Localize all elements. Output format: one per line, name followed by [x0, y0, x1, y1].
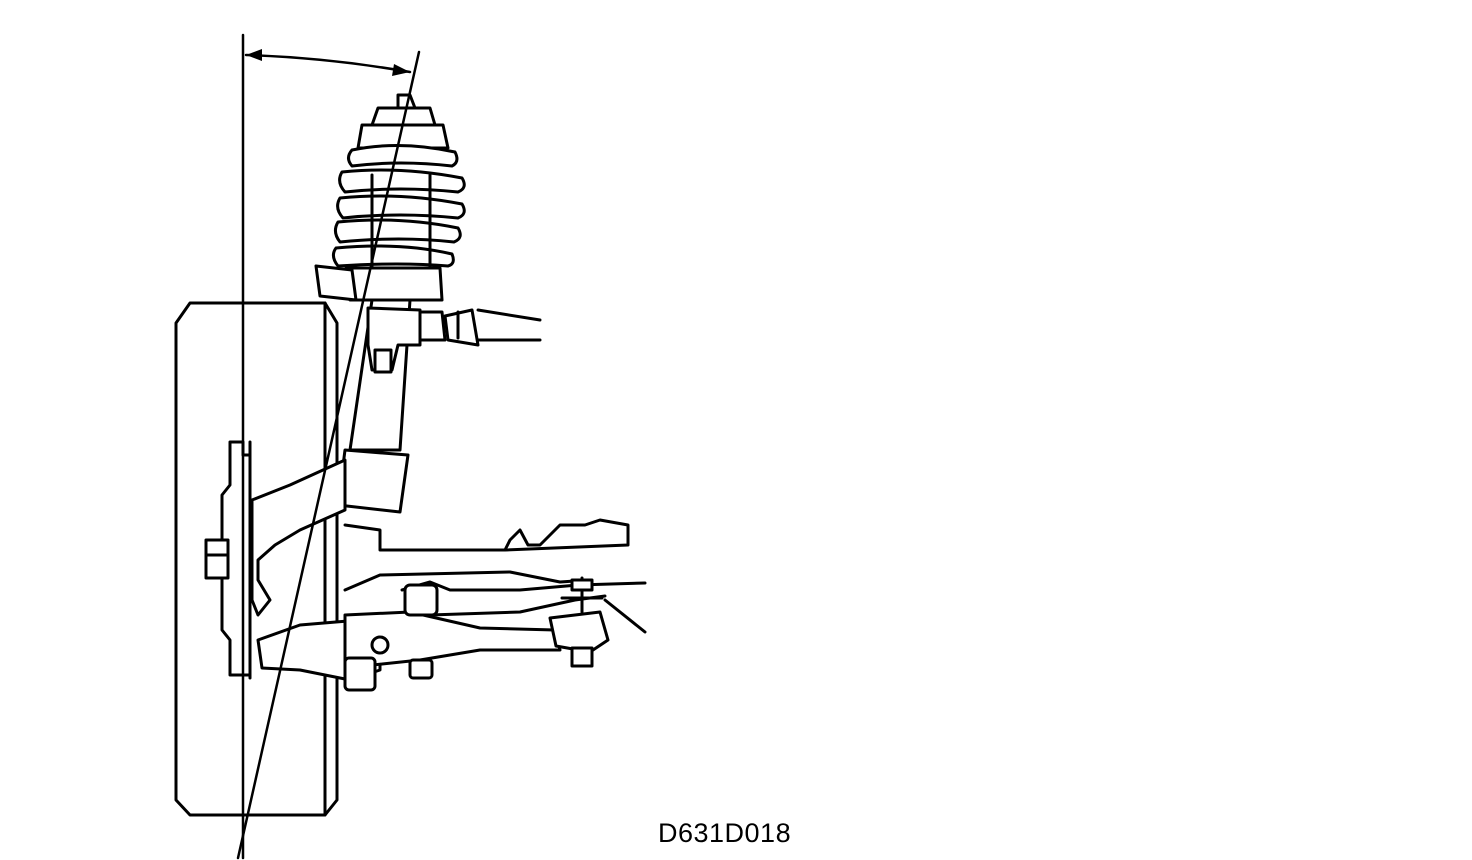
tie-rod	[418, 308, 542, 347]
steering-axis-line	[236, 50, 421, 860]
angle-arc	[244, 49, 412, 76]
strut	[336, 298, 422, 514]
stabilizer-link	[548, 576, 647, 668]
drive-shaft	[343, 518, 630, 592]
figure-code: D631D018	[658, 818, 792, 848]
coil-spring	[314, 93, 466, 302]
